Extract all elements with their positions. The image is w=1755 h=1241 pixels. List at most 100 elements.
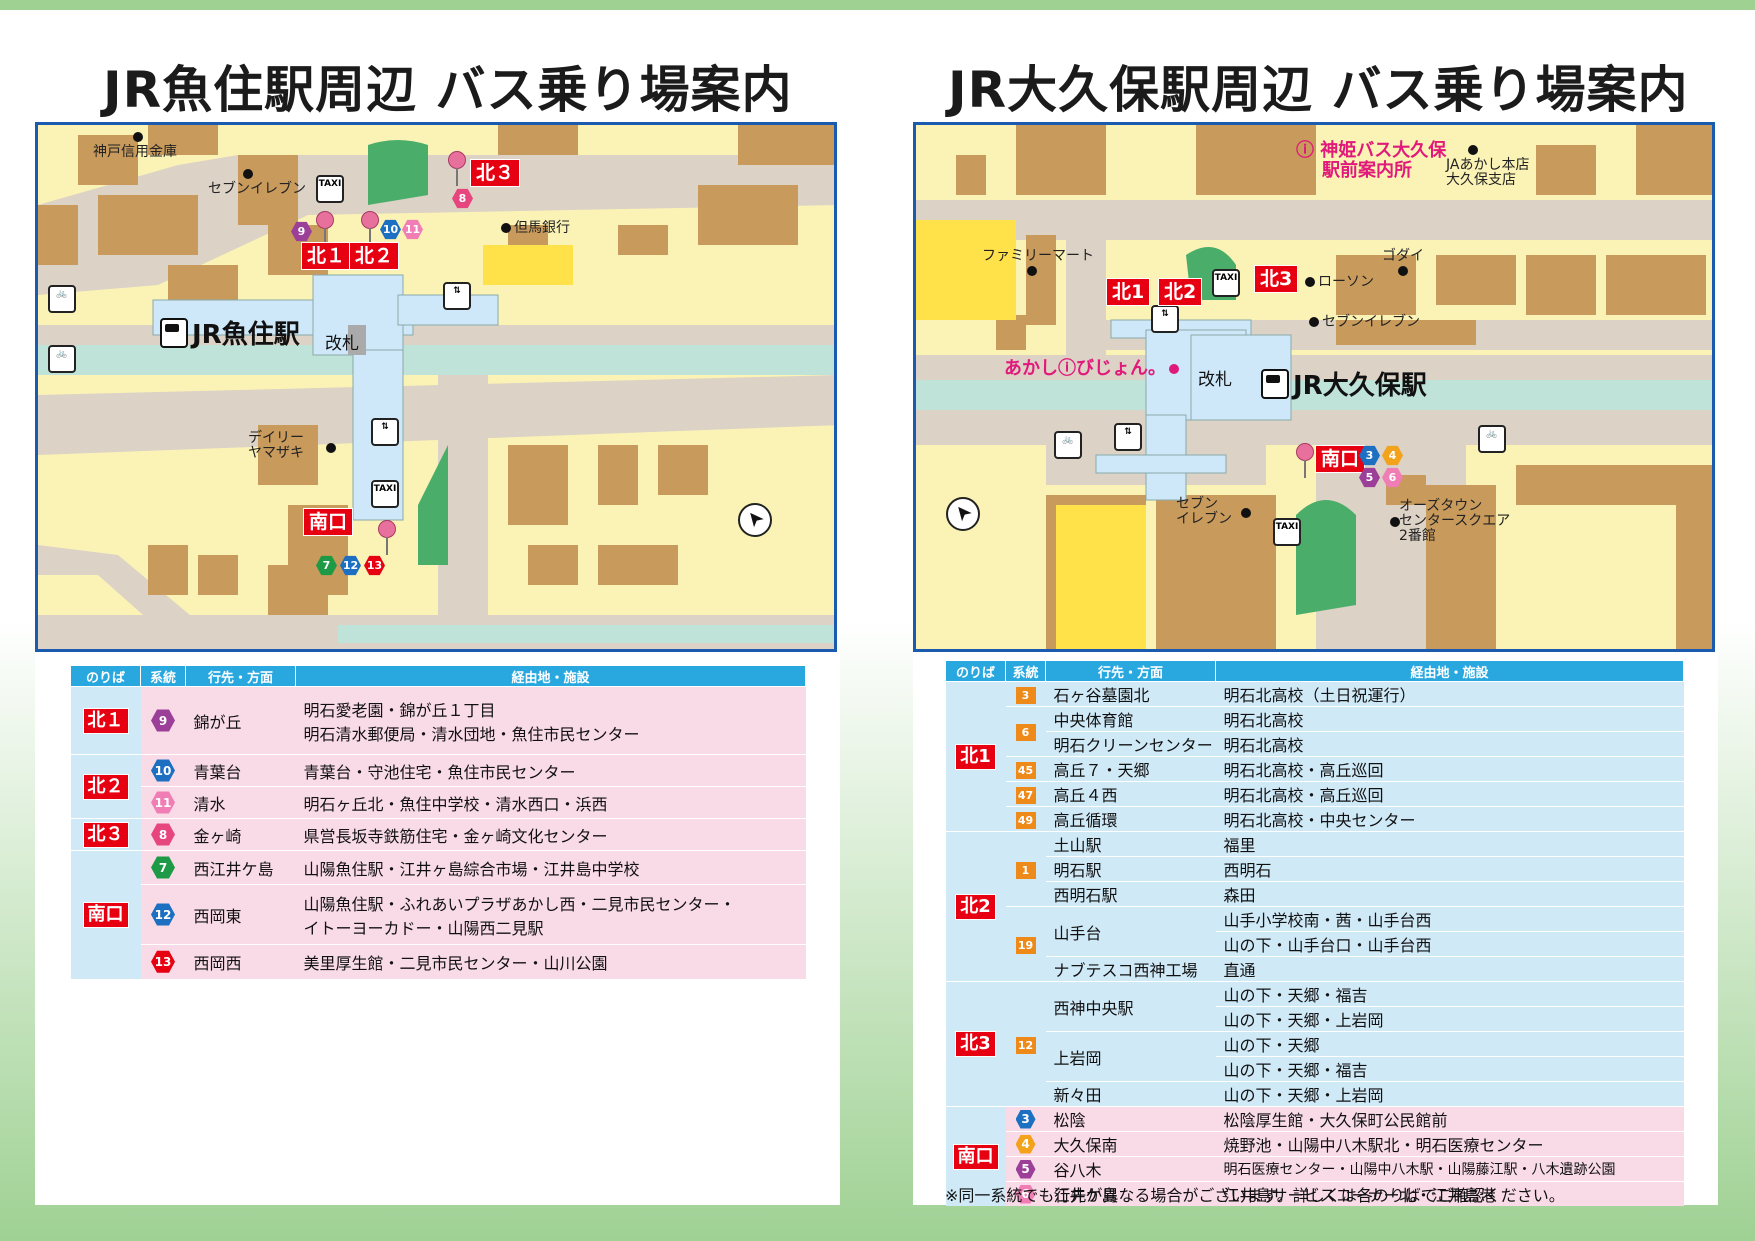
route-cell: 1 (1005, 831, 1046, 907)
route-7-icon: 7 (316, 555, 337, 576)
stop-cell: 南口 (70, 850, 141, 979)
compass-icon (946, 497, 980, 531)
dest-cell: 清水 (185, 786, 296, 819)
via-cell: 直通 (1215, 956, 1684, 982)
table-row: 北２ 10 青葉台 青葉台・守池住宅・魚住市民センター (70, 754, 806, 819)
stop-cell: 北３ (70, 818, 141, 851)
route-cell: 4 (1005, 1131, 1046, 1157)
table-row: 山の下・山手台口・山手台西 (946, 931, 1684, 957)
via-cell: 県営長坂寺鉄筋住宅・金ヶ崎文化センター (295, 818, 806, 851)
route-cell: 12 (140, 884, 186, 945)
table-row: 新々田山の下・天郷・上岩岡 (946, 1081, 1684, 1107)
dest-cell: ナブテスコ西神工場 (1045, 956, 1216, 982)
route-3-icon: 3 (1359, 445, 1380, 466)
left-map-art (38, 125, 834, 649)
train-icon (160, 317, 188, 348)
dest-cell: 高丘４西 (1045, 781, 1216, 807)
dest-cell: 青葉台 (185, 754, 296, 787)
taxi-icon: TAXI (316, 175, 344, 203)
stop-cell: 北1 (945, 681, 1006, 832)
elevator-icon: ⇅ (1151, 305, 1179, 333)
dest-cell: 高丘７・天郷 (1045, 756, 1216, 782)
dest-cell: 西江井ケ島 (185, 850, 296, 885)
right-gate-label: 改札 (1198, 370, 1232, 390)
landmark-seven-eleven: セブンイレブン (208, 167, 306, 197)
route-12-icon: 12 (340, 555, 361, 576)
taxi-icon: TAXI (1212, 269, 1240, 297)
elevator-icon: ⇅ (371, 418, 399, 446)
route-5-icon: 5 (1359, 467, 1380, 488)
bicycle-parking-icon: 🚲 (48, 345, 76, 373)
taxi-icon: TAXI (1273, 518, 1301, 546)
via-cell: 明石北高校・高丘巡回 (1215, 756, 1684, 782)
via-cell: 福里 (1215, 831, 1684, 857)
bus-stop-pin (448, 151, 466, 187)
landmark-kobe-shinkin: 神戸信用金庫 (93, 130, 177, 160)
via-cell: 明石北高校・高丘巡回 (1215, 781, 1684, 807)
bicycle-parking-icon: 🚲 (48, 285, 76, 313)
via-cell: 山の下・山手台口・山手台西 (1215, 931, 1684, 957)
header-destination: 行先・方面 (1045, 660, 1216, 682)
table-row: 山の下・天郷・福吉 (946, 1056, 1684, 1082)
dest-cell: 江井ケ島 (1045, 1181, 1216, 1206)
right-map-art (916, 125, 1712, 649)
route-cell: 6 (1005, 1181, 1046, 1206)
stop-cell: 北１ (70, 686, 141, 755)
header-noriba: のりば (70, 665, 141, 687)
dest-cell: 西明石駅 (1045, 881, 1216, 907)
route-cell: 11 (140, 786, 186, 819)
route-cell: 13 (140, 944, 186, 979)
stop-badge-kita2: 北２ (349, 242, 400, 270)
via-cell: 山の下・天郷・福吉 (1215, 1056, 1684, 1082)
via-cell: 青葉台・守池住宅・魚住市民センター (295, 754, 806, 787)
via-cell: 山の下・天郷・上岩岡 (1215, 1081, 1684, 1107)
via-cell: 山の下・天郷・福吉 (1215, 981, 1684, 1007)
stop-cell: 北２ (70, 754, 141, 819)
bus-stop-pin (378, 520, 396, 556)
table-row: 北３ 8 金ヶ崎 県営長坂寺鉄筋住宅・金ヶ崎文化センター (70, 818, 806, 851)
stop-badge-kita1: 北１ (301, 242, 352, 270)
dest-cell: 金ヶ崎 (185, 818, 296, 851)
dest-cell: 西神中央駅 (1045, 981, 1216, 1032)
right-title: JR大久保駅周辺 バス乗り場案内 (948, 61, 1689, 119)
via-cell: 明石ヶ丘北・魚住中学校・清水西口・浜西 (295, 786, 806, 819)
landmark-lawson: ローソン (1302, 275, 1374, 290)
table-row: 11 清水 明石ヶ丘北・魚住中学校・清水西口・浜西 (71, 786, 806, 819)
via-cell: 明石医療センター・山陽中八木駅・山陽藤江駅・八木遺跡公園 (1215, 1156, 1684, 1182)
route-cell: 9 (140, 686, 186, 755)
akashi-vision-label: あかしⓘびじょん。 (1004, 359, 1182, 379)
stop-cell: 北2 (945, 831, 1006, 982)
table-row: 明石クリーンセンター明石北高校 (946, 731, 1684, 757)
taxi-icon: TAXI (371, 480, 399, 508)
header-via: 経由地・施設 (295, 665, 806, 687)
route-6-icon: 6 (1382, 467, 1403, 488)
dest-cell: 土山駅 (1045, 831, 1216, 857)
landmark-family-mart: ファミリーマート (982, 249, 1094, 279)
landmark-seven-eleven-north: セブンイレブン (1306, 315, 1420, 330)
stop-badge-kita1: 北1 (1106, 278, 1151, 306)
bus-stop-pin (361, 211, 379, 247)
dest-cell: 大久保南 (1045, 1131, 1216, 1157)
route-cell: 10 (140, 754, 186, 787)
dest-cell: 上岩岡 (1045, 1031, 1216, 1082)
route-10-icon: 10 (380, 219, 401, 240)
header-keito: 系統 (1005, 660, 1046, 682)
stop-cell: 南口 (945, 1106, 1006, 1206)
table-row: 13 西岡西 美里厚生館・二見市民センター・山川公園 (71, 944, 806, 979)
table-row: 明石駅西明石 (946, 856, 1684, 882)
elevator-icon: ⇅ (1114, 423, 1142, 451)
table-row: 上岩岡山の下・天郷 (946, 1031, 1684, 1082)
via-cell: 明石北高校・中央センター (1215, 806, 1684, 832)
landmark-ja-akashi: JAあかし本店大久保支店 (1446, 143, 1529, 188)
route-cell: 8 (140, 818, 186, 851)
stop-badge-kita2: 北2 (1158, 278, 1203, 306)
route-9-icon: 9 (291, 221, 312, 242)
route-cell: 45 (1005, 756, 1046, 782)
header-destination: 行先・方面 (185, 665, 296, 687)
